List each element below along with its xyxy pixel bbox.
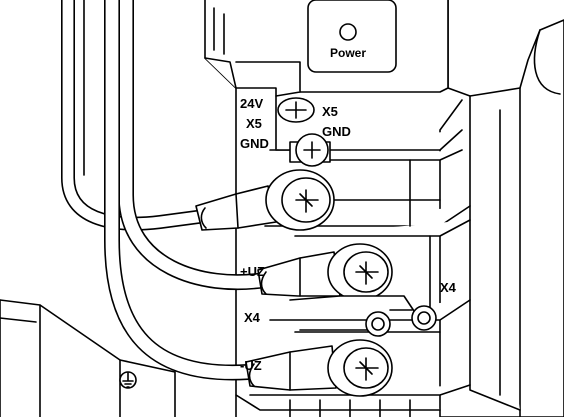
cable-2 <box>118 0 273 291</box>
screw-terminal-icon <box>289 133 331 167</box>
power-label: Power <box>330 46 366 60</box>
label-gnd-right: GND <box>322 124 351 139</box>
label-x5-left: X5 <box>246 116 262 131</box>
screw-terminal-icon <box>265 169 335 231</box>
label-gnd-left: GND <box>240 136 269 151</box>
right-housing <box>439 0 564 417</box>
cable-1 <box>61 0 212 231</box>
screw-terminal-icon <box>327 243 393 301</box>
led-indicator-icon <box>339 23 357 41</box>
bottom-rail <box>235 394 411 417</box>
power-module <box>204 0 449 97</box>
left-panel <box>0 299 176 417</box>
label-plus-uz: +UZ <box>240 264 265 279</box>
label-minus-uz: -UZ <box>240 358 262 373</box>
cable-3 <box>104 0 256 381</box>
label-x4-right: X4 <box>440 280 457 295</box>
label-24v: 24V <box>240 96 263 111</box>
x5-small-screw <box>277 97 315 123</box>
x4-sockets <box>289 295 437 337</box>
label-x4-left: X4 <box>244 310 261 325</box>
screw-terminal-icon <box>327 339 393 397</box>
ground-symbol-icon <box>119 371 137 389</box>
label-x5-right: X5 <box>322 104 338 119</box>
minus-uz-lug <box>245 345 337 391</box>
